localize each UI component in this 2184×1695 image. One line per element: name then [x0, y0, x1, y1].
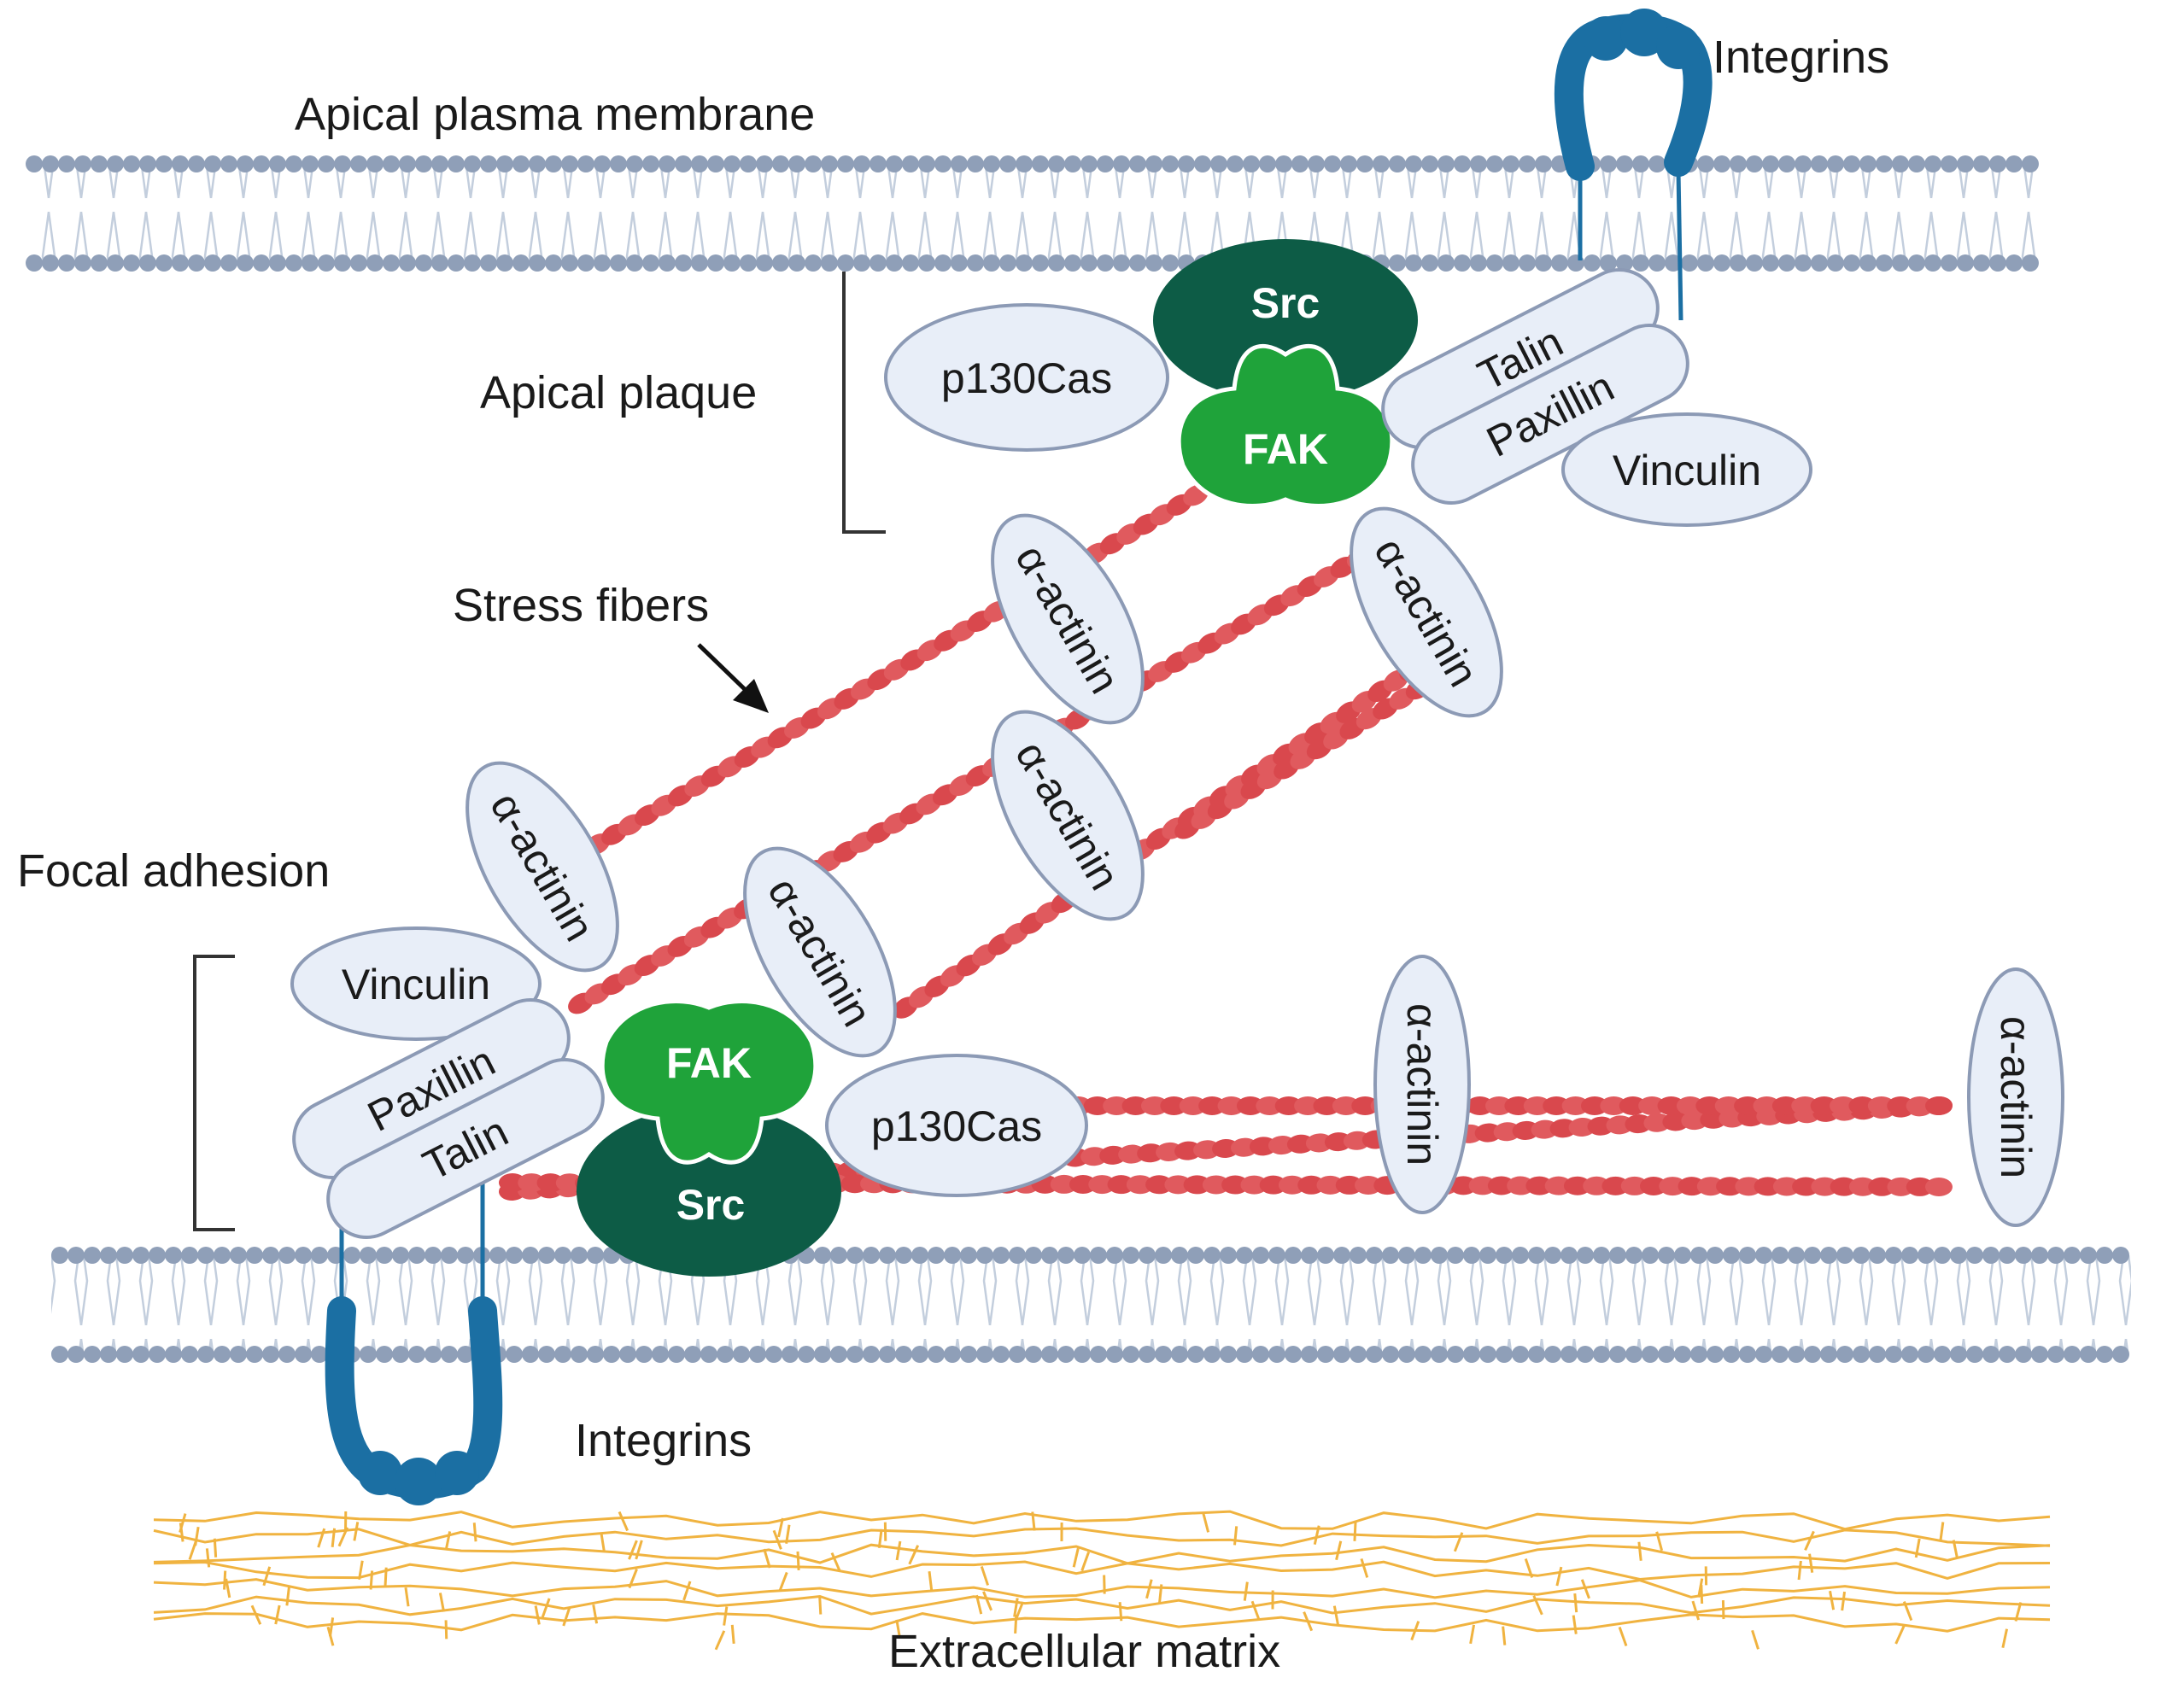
- vinculin-focal-label: Vinculin: [342, 961, 490, 1008]
- alpha-actinin-3: [991, 513, 1145, 725]
- p130cas-apical-label: p130Cas: [941, 354, 1112, 402]
- alpha-actinin-7: [1967, 967, 2064, 1227]
- apical-plaque-label: Apical plaque: [480, 367, 757, 418]
- alpha-actinin-1: [465, 761, 619, 973]
- fak-focal-label: FAK: [666, 1039, 752, 1087]
- p130cas-focal: [825, 1054, 1088, 1197]
- focal-adhesion-label: Focal adhesion: [17, 845, 330, 897]
- alpha-actinin-2: [743, 846, 897, 1058]
- ecm-label: Extracellular matrix: [888, 1626, 1280, 1677]
- stress-fibers-arrow: [697, 643, 769, 713]
- fak-apical: [1176, 344, 1395, 508]
- focal-adhesion-bracket: [193, 955, 235, 1231]
- integrin-top: [1554, 9, 1713, 321]
- stress-fibers-label: Stress fibers: [453, 580, 709, 631]
- basal-plasma-membrane: [51, 1247, 2131, 1363]
- vinculin-focal: [290, 926, 542, 1041]
- apical-plaque-complex: Src FAK p130Cas Talin Paxillin Vinculin: [884, 239, 1812, 527]
- src-focal: [577, 1106, 841, 1277]
- apical-plasma-membrane: [26, 155, 2050, 272]
- p130cas-apical: [884, 303, 1169, 452]
- src-apical-label: Src: [1251, 279, 1320, 327]
- integrins-top-label: Integrins: [1713, 32, 1889, 83]
- talin-focal: [326, 1057, 605, 1240]
- p130cas-focal-label: p130Cas: [871, 1102, 1042, 1150]
- alpha-actinin-4: [991, 710, 1145, 921]
- integrins-bottom-label: Integrins: [575, 1415, 752, 1466]
- integrin-bottom: [325, 1183, 503, 1505]
- fak-focal: [600, 999, 818, 1165]
- alpha-actinin-7-label: α-actinin: [1992, 1016, 2040, 1178]
- alpha-actinin-6-label: α-actinin: [1398, 1003, 1446, 1166]
- paxillin-apical: [1411, 323, 1689, 506]
- extracellular-matrix: [153, 1510, 2051, 1651]
- apical-plaque-bracket: [842, 272, 886, 534]
- src-apical: [1153, 239, 1418, 401]
- focal-adhesion-complex: Src FAK p130Cas Vinculin Paxillin Talin: [290, 926, 1088, 1277]
- alpha-actinin-5: [1350, 506, 1503, 718]
- stress-fibers: [499, 484, 1953, 1201]
- apical-membrane-label: Apical plasma membrane: [295, 89, 815, 140]
- vinculin-apical: [1561, 412, 1812, 527]
- fak-apical-label: FAK: [1243, 425, 1328, 473]
- alpha-actinin-6: [1373, 955, 1471, 1214]
- vinculin-apical-label: Vinculin: [1613, 447, 1761, 494]
- src-focal-label: Src: [676, 1181, 746, 1229]
